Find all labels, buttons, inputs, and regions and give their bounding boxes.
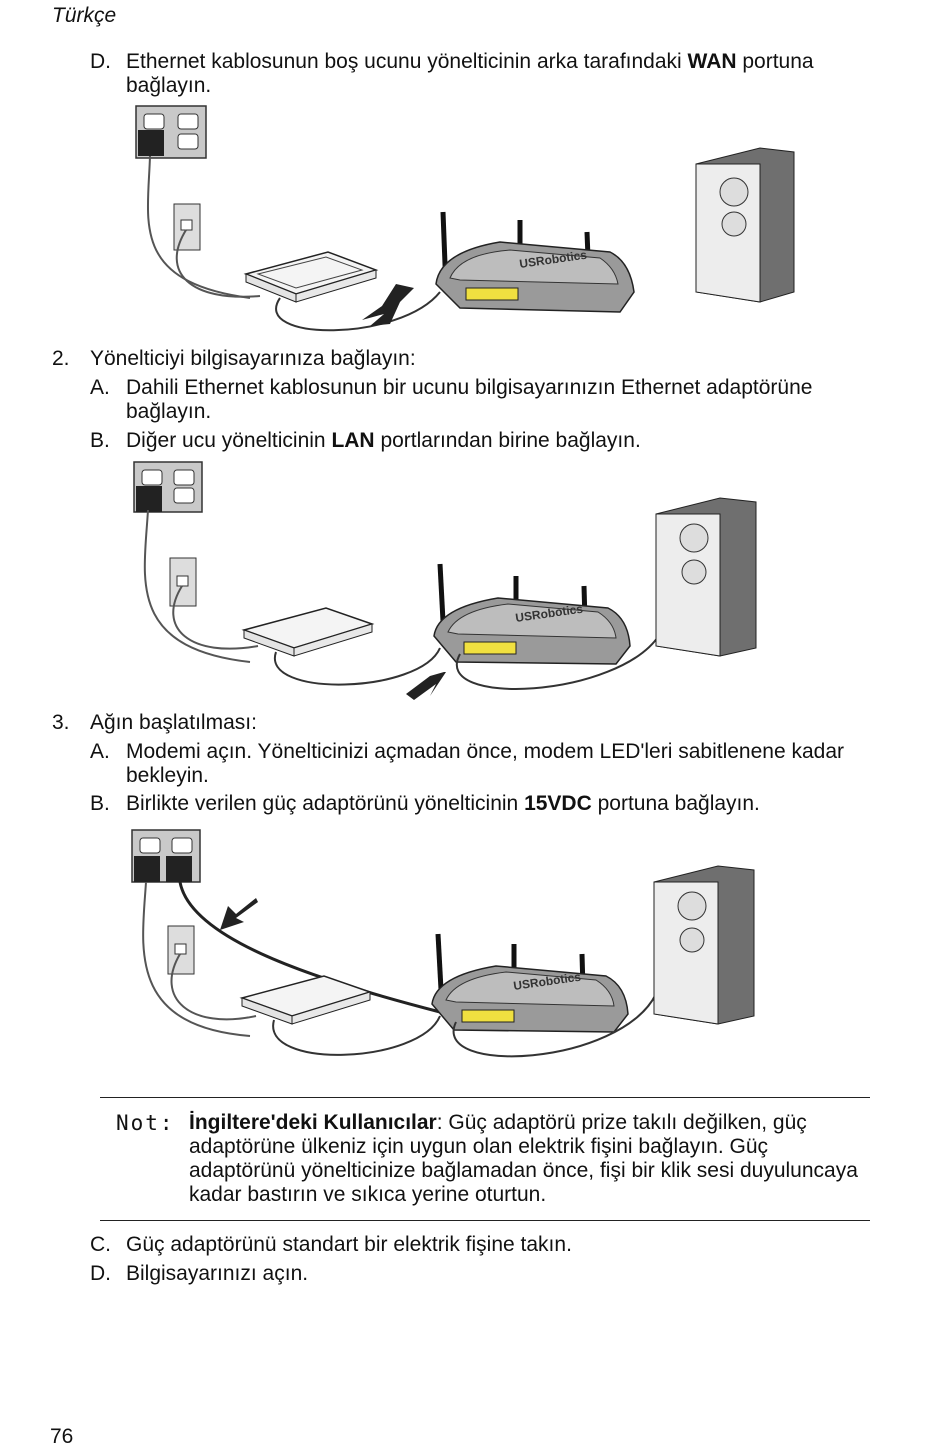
- step-title: Ağın başlatılması:: [90, 711, 257, 734]
- note-body: İngiltere'deki Kullanıcılar: Güç adaptör…: [189, 1111, 859, 1207]
- text-part: portlarından birine bağlayın.: [374, 429, 641, 452]
- note-bottom-divider: [100, 1220, 870, 1221]
- step2-item-a: A. Dahili Ethernet kablosunun bir ucunu …: [52, 376, 852, 426]
- router: USRobotics: [433, 563, 631, 665]
- page-number: 76: [50, 1425, 74, 1448]
- desktop-computer: [655, 497, 757, 657]
- note-text: : Güç adaptörü prize takılı değilken, gü…: [189, 1111, 858, 1206]
- item-text: Dahili Ethernet kablosunun bir ucunu bil…: [126, 376, 813, 423]
- item-marker: A.: [90, 740, 110, 763]
- text-part: portuna bağlayın.: [126, 50, 814, 97]
- arrow-icon: [220, 898, 258, 930]
- note-label: Not:: [116, 1111, 175, 1135]
- step3-heading: 3. Ağın başlatılması:: [52, 711, 852, 735]
- item-text: Modemi açın. Yönelticinizi açmadan önce,…: [126, 740, 844, 787]
- step-title: Yönelticiyi bilgisayarınıza bağlayın:: [90, 347, 416, 370]
- desktop-computer: [695, 147, 795, 303]
- item-text: Ethernet kablosunun boş ucunu yönelticin…: [126, 50, 846, 98]
- item-marker: D.: [90, 50, 111, 73]
- step2-heading: 2. Yönelticiyi bilgisayarınıza bağlayın:: [52, 347, 852, 371]
- item-text: Güç adaptörünü standart bir elektrik fiş…: [126, 1233, 572, 1256]
- router: USRobotics: [431, 933, 629, 1033]
- power-connection-illustration: USRobotics: [131, 829, 755, 1058]
- wan-connection-illustration: USRobotics: [135, 105, 795, 332]
- text-part: Ethernet kablosunun boş ucunu yönelticin…: [126, 50, 688, 73]
- step-number: 3.: [52, 711, 70, 734]
- language-header: Türkçe: [52, 4, 117, 27]
- item-marker: D.: [90, 1262, 111, 1285]
- lan-connection-illustration: USRobotics: [133, 461, 757, 700]
- final-item-d: D. Bilgisayarınızı açın.: [52, 1262, 852, 1286]
- text-part: Diğer ucu yönelticinin: [126, 429, 332, 452]
- step2-item-b: B. Diğer ucu yönelticinin LAN portlarınd…: [52, 429, 852, 453]
- item-marker: A.: [90, 376, 110, 399]
- text-part: Birlikte verilen güç adaptörünü yöneltic…: [126, 792, 525, 815]
- modem: [243, 251, 379, 303]
- bold-term-lan: LAN: [331, 429, 375, 452]
- item-text: Birlikte verilen güç adaptörünü yöneltic…: [126, 792, 876, 816]
- step3-item-a: A. Modemi açın. Yönelticinizi açmadan ön…: [52, 740, 882, 790]
- item-text: Bilgisayarınızı açın.: [126, 1262, 309, 1285]
- bold-term-wan: WAN: [687, 50, 737, 73]
- note-bold-heading: İngiltere'deki Kullanıcılar: [189, 1111, 437, 1134]
- step3-item-b: B. Birlikte verilen güç adaptörünü yönel…: [52, 792, 882, 816]
- modem: [239, 975, 373, 1025]
- step-number: 2.: [52, 347, 70, 370]
- wall-outlet: [133, 461, 203, 513]
- item-marker: B.: [90, 429, 110, 452]
- item-marker: B.: [90, 792, 110, 815]
- item-marker: C.: [90, 1233, 111, 1256]
- desktop-computer: [653, 865, 755, 1025]
- item-text: Diğer ucu yönelticinin LAN portlarından …: [126, 429, 846, 453]
- wall-outlet: [135, 105, 207, 159]
- wall-outlet: [131, 829, 201, 883]
- router: USRobotics: [435, 211, 635, 313]
- arrow-icon: [406, 672, 446, 700]
- note-top-divider: [100, 1097, 870, 1098]
- phone-jack: [173, 203, 201, 251]
- bold-term-15vdc: 15VDC: [524, 792, 592, 815]
- arrow-icon: [362, 284, 414, 326]
- modem: [241, 607, 375, 657]
- phone-jack: [169, 557, 197, 607]
- phone-jack: [167, 925, 195, 975]
- final-item-c: C. Güç adaptörünü standart bir elektrik …: [52, 1233, 852, 1257]
- step1-item-d: D. Ethernet kablosunun boş ucunu yönelti…: [52, 50, 852, 100]
- text-part: portuna bağlayın.: [591, 792, 760, 815]
